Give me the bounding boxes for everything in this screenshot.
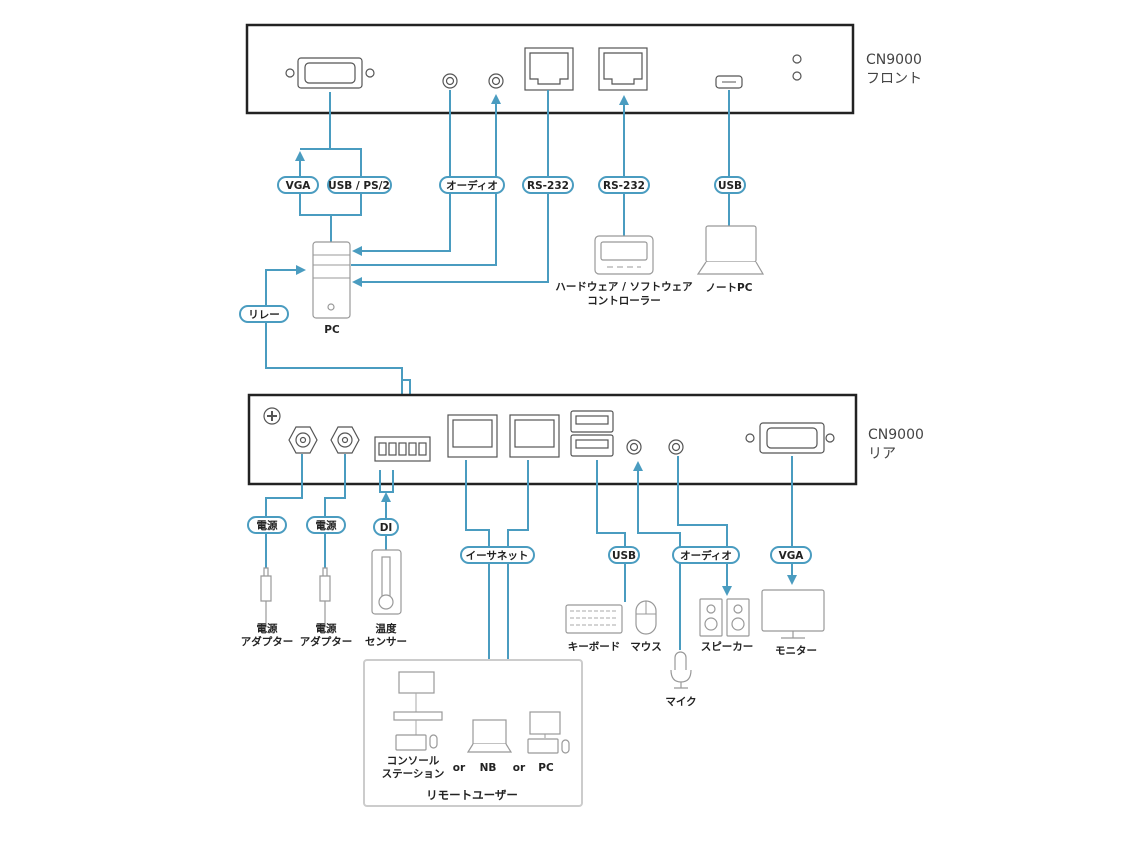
pill-rs232-1: RS-232 (522, 176, 574, 194)
keyboard-label: キーボード (568, 640, 621, 653)
speaker-icon (699, 598, 750, 637)
controller-label-2: コントローラー (587, 295, 661, 307)
sensor-label-1: 温度 (376, 622, 397, 635)
remote-users-box: コンソール ステーション or NB or PC リモートユーザー (363, 659, 583, 807)
pill-vga-rear: VGA (770, 546, 812, 564)
speaker-label: スピーカー (701, 641, 754, 653)
pill-audio-front: オーディオ (439, 176, 505, 194)
power-jack-2 (330, 426, 360, 454)
console-label-2: ステーション (382, 768, 445, 780)
console-station-icon (393, 671, 443, 751)
pc-tower-icon (312, 241, 351, 319)
rear-cables-power2: 電源 (316, 519, 337, 532)
pill-audio-rear: オーディオ (672, 546, 740, 564)
rs232-port-front-1 (524, 47, 574, 91)
audio-jack-rear-1 (626, 439, 642, 455)
front-cables-relay: リレー (248, 309, 280, 321)
pill-ethernet: イーサネット (460, 546, 535, 564)
monitor-label: モニター (775, 645, 817, 657)
power-adapter-icon-1 (260, 567, 272, 625)
power-jack-1 (288, 426, 318, 454)
sensor-label-2: センサー (365, 636, 407, 648)
vga-port-front (285, 57, 375, 89)
front-cables-audio: オーディオ (446, 179, 498, 192)
rear-cables (265, 454, 797, 660)
ethernet-port-2 (509, 414, 560, 458)
front-cables-usb: USB (718, 180, 742, 192)
audio-jack-rear-2 (668, 439, 684, 455)
rs232-port-front-2 (598, 47, 648, 91)
pill-usb-front: USB (714, 176, 746, 194)
led-icon (792, 54, 802, 64)
controller-icon (594, 235, 654, 275)
adapter-label-1: 電源 (257, 622, 278, 635)
nb-icon (466, 719, 513, 753)
adapter-label-2: 電源 (316, 622, 337, 635)
front-side: フロント (866, 71, 922, 87)
audio-jack-front-1 (442, 73, 458, 89)
rear-cables-power1: 電源 (257, 519, 278, 532)
adapter-label-1b: アダプター (241, 635, 294, 648)
usb-mini-port-front (715, 75, 743, 89)
pill-usb-rear: USB (608, 546, 640, 564)
rear-panel (247, 393, 858, 486)
rear-cables-audio: オーディオ (680, 549, 732, 562)
notebook-label: ノートPC (706, 282, 753, 294)
or-label: or (453, 762, 466, 774)
rear-cables-di: DI (380, 522, 393, 534)
nb-label: NB (480, 762, 497, 774)
pill-power-1: 電源 (247, 516, 287, 534)
notebook-icon (696, 225, 765, 275)
mic-label: マイク (665, 696, 696, 708)
pill-di: DI (373, 518, 399, 536)
front-cables-rs232-b: RS-232 (603, 180, 645, 192)
front-panel (245, 23, 855, 115)
rear-cables-usb: USB (612, 550, 636, 562)
led-icon (792, 71, 802, 81)
pc-remote-label: PC (538, 762, 554, 774)
rear-side: リア (868, 446, 896, 462)
microphone-icon (670, 651, 692, 689)
pill-usb-ps2: USB / PS/2 (327, 176, 392, 194)
rear-model: CN9000 (868, 427, 924, 443)
pill-power-2: 電源 (306, 516, 346, 534)
front-cables-usb-ps2: USB / PS/2 (328, 180, 390, 192)
front-cables-vga: VGA (286, 180, 312, 192)
power-adapter-icon-2 (319, 567, 331, 625)
pill-vga-front: VGA (277, 176, 319, 194)
front-model: CN9000 (866, 52, 922, 68)
or-label: or (513, 762, 526, 774)
rear-cables-ethernet: イーサネット (466, 550, 529, 562)
keyboard-icon (565, 604, 623, 634)
terminal-block (374, 436, 431, 462)
temperature-sensor-icon (371, 549, 402, 615)
front-cables-rs232-a: RS-232 (527, 180, 569, 192)
console-label-1: コンソール (387, 755, 440, 767)
usb-ports-rear (570, 410, 614, 457)
adapter-label-2b: アダプター (300, 635, 353, 648)
pc-remote-icon (527, 711, 570, 754)
ethernet-port-1 (447, 414, 498, 458)
pc-label: PC (324, 324, 340, 336)
pill-relay: リレー (239, 305, 289, 323)
rear-cables-vga: VGA (779, 550, 805, 562)
vga-port-rear (745, 422, 835, 454)
monitor-icon (761, 589, 825, 639)
ground-screw-icon (263, 407, 281, 425)
mouse-icon (635, 600, 657, 635)
audio-jack-front-2 (488, 73, 504, 89)
mouse-label: マウス (630, 641, 662, 653)
controller-label-1: ハードウェア / ソフトウェア (555, 281, 693, 293)
remote-users-title: リモートユーザー (426, 788, 518, 802)
pill-rs232-2: RS-232 (598, 176, 650, 194)
